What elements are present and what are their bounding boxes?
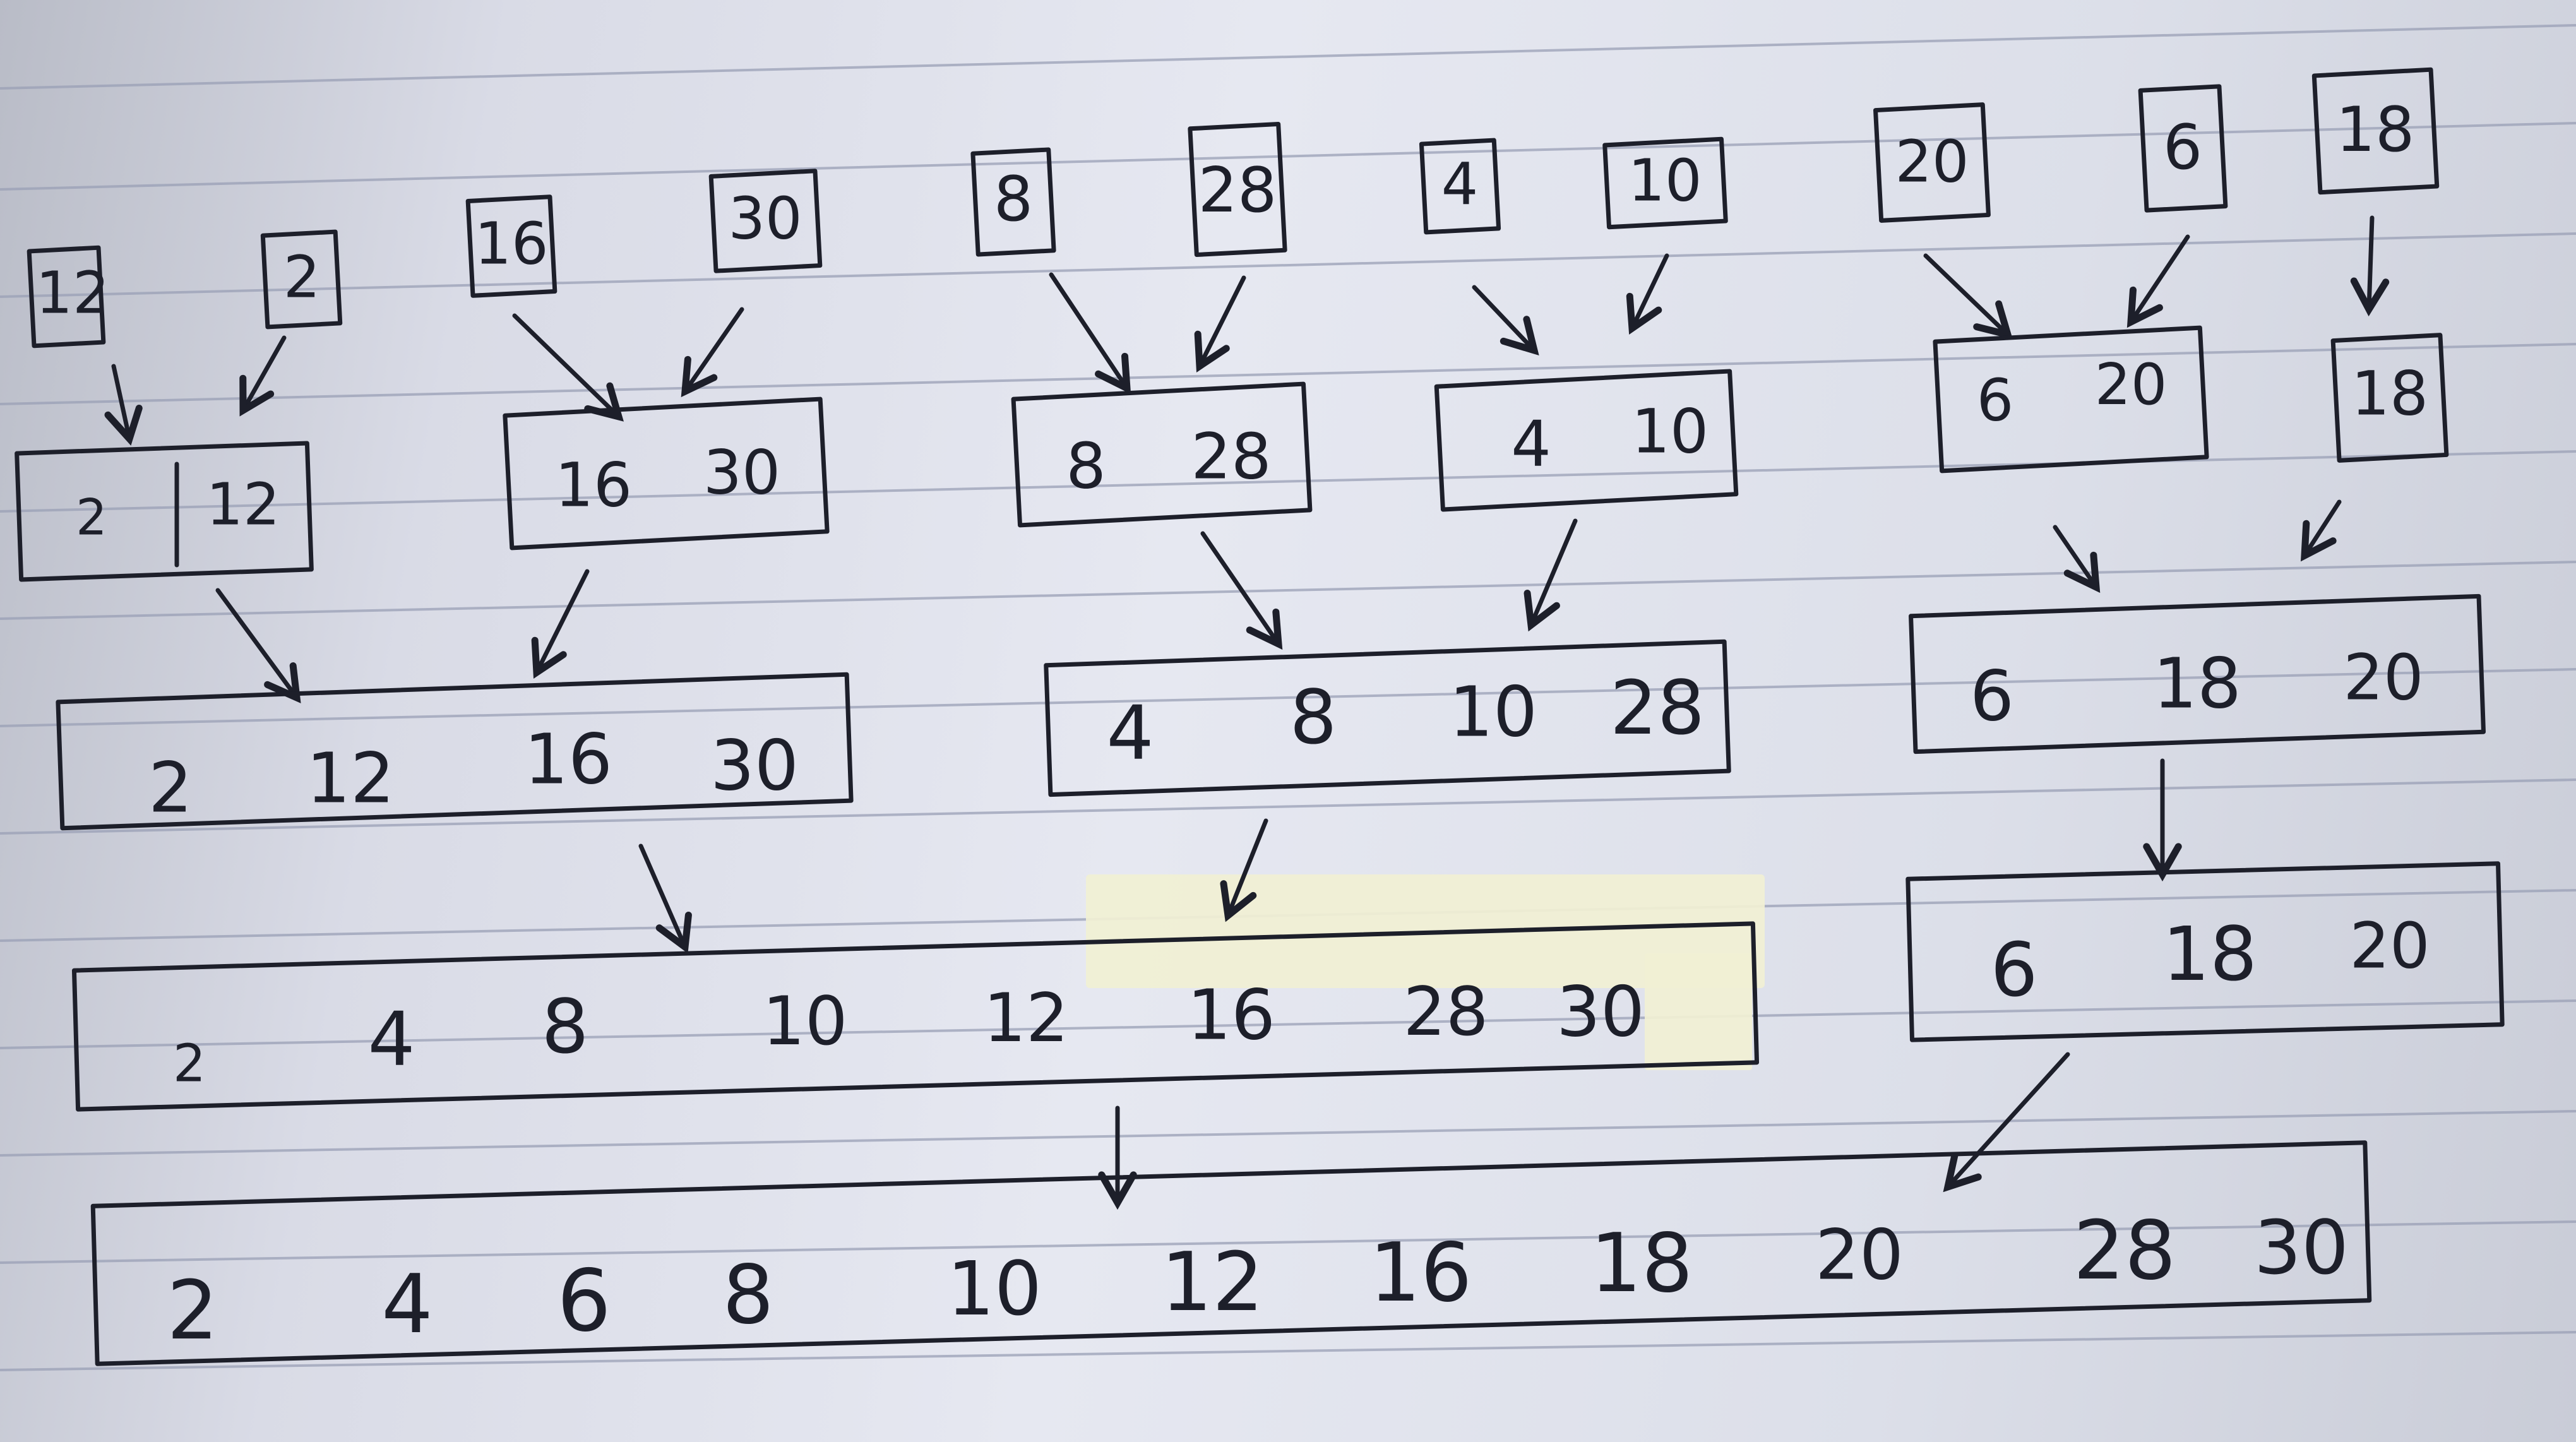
merge-box: 4 8 10 28 bbox=[1044, 639, 1731, 797]
cell: 6 bbox=[2163, 112, 2202, 184]
cell: 8 bbox=[722, 1248, 773, 1342]
cell: 12 bbox=[984, 979, 1069, 1057]
cell: 30 bbox=[1556, 971, 1645, 1052]
cell: 16 bbox=[524, 718, 612, 799]
cell: 8 bbox=[994, 164, 1033, 235]
cell: 28 bbox=[1404, 973, 1489, 1051]
cell: 30 bbox=[710, 725, 799, 806]
cell: 12 bbox=[206, 470, 280, 538]
cell: 4 bbox=[1106, 689, 1154, 777]
cell: 4 bbox=[1441, 150, 1479, 218]
row-0-singles: 12 2 16 30 8 28 4 10 bbox=[27, 67, 2440, 349]
cell: 2 bbox=[283, 243, 321, 311]
arrows-level-3 bbox=[638, 758, 2182, 954]
cell: 4 bbox=[1511, 407, 1551, 480]
cell: 10 bbox=[1449, 671, 1537, 752]
cell: 2 bbox=[148, 747, 193, 828]
single-box: 28 bbox=[1188, 121, 1287, 258]
cell: 20 bbox=[1895, 128, 1969, 195]
single-box: 18 bbox=[2330, 333, 2449, 463]
cell: 30 bbox=[728, 184, 802, 252]
arrows-level-2 bbox=[215, 499, 2342, 703]
single-box: 6 bbox=[2138, 84, 2228, 213]
single-box: 8 bbox=[970, 147, 1056, 257]
cell: 16 bbox=[474, 210, 548, 277]
cell: 6 bbox=[1977, 366, 2014, 434]
cell: 20 bbox=[1815, 1214, 1904, 1295]
single-box: 12 bbox=[27, 245, 110, 349]
single-box: 30 bbox=[708, 169, 823, 273]
merge-box: 6 18 20 bbox=[1909, 593, 2486, 754]
cell: 28 bbox=[1610, 664, 1705, 751]
cell: 30 bbox=[2254, 1204, 2349, 1291]
cell: 18 bbox=[2351, 358, 2428, 429]
row-4-result: 2 4 6 8 10 12 16 18 20 28 30 bbox=[90, 1140, 2372, 1366]
cell: 4 bbox=[381, 1258, 432, 1352]
row-1-pairs: 2 12 16 30 8 28 4 10 6 20 18 bbox=[15, 325, 2449, 582]
cell: 2 bbox=[167, 1264, 218, 1358]
pair-box: 16 30 bbox=[503, 396, 830, 551]
single-box: 2 bbox=[260, 229, 343, 330]
single-box: 4 bbox=[1419, 138, 1501, 235]
cell: 28 bbox=[1198, 155, 1277, 227]
cell: 6 bbox=[1970, 655, 2014, 736]
pair-box: 6 20 bbox=[1933, 325, 2209, 474]
cell: 28 bbox=[2073, 1204, 2176, 1298]
cell: 6 bbox=[557, 1251, 611, 1350]
cell: 2 bbox=[173, 1034, 206, 1093]
cell: 20 bbox=[2343, 640, 2423, 714]
cell: 18 bbox=[2153, 643, 2241, 724]
merge-box: 6 18 20 bbox=[1905, 861, 2505, 1042]
cell: 18 bbox=[2336, 94, 2415, 166]
single-box: 10 bbox=[1602, 136, 1728, 230]
cell: 18 bbox=[1590, 1217, 1693, 1311]
cell: 16 bbox=[1187, 974, 1275, 1055]
cell: 30 bbox=[703, 437, 780, 508]
ruled-lines bbox=[0, 24, 2576, 1371]
cell: 20 bbox=[2349, 909, 2430, 982]
cell: 8 bbox=[1289, 674, 1337, 761]
pair-box: 8 28 bbox=[1011, 381, 1313, 528]
cell: 6 bbox=[1990, 926, 2037, 1013]
single-box: 18 bbox=[2311, 67, 2440, 195]
cell: 10 bbox=[1631, 396, 1708, 467]
cell: 10 bbox=[763, 982, 848, 1060]
arrows-level-1 bbox=[104, 215, 2390, 446]
cell: 12 bbox=[306, 737, 395, 818]
cell: 10 bbox=[1628, 146, 1702, 214]
masking-tape-small bbox=[1645, 953, 1752, 1070]
cell: 8 bbox=[1066, 429, 1106, 503]
merge-box: 2 12 16 30 bbox=[56, 672, 854, 831]
cell: 12 bbox=[1161, 1236, 1264, 1330]
cell: 20 bbox=[2095, 352, 2168, 418]
cell: 16 bbox=[1369, 1226, 1472, 1320]
single-box: 20 bbox=[1873, 102, 1991, 223]
cell: 2 bbox=[76, 489, 107, 546]
cell: 16 bbox=[555, 450, 632, 520]
cell: 4 bbox=[367, 996, 415, 1083]
cell: 18 bbox=[2162, 910, 2257, 998]
arrows-level-4 bbox=[1098, 1052, 2070, 1210]
cell: 12 bbox=[35, 259, 109, 326]
single-box: 16 bbox=[465, 194, 558, 298]
cell: 10 bbox=[947, 1245, 1042, 1332]
row-2-quads: 2 12 16 30 4 8 10 28 6 18 20 bbox=[56, 593, 2486, 831]
pair-box: 4 10 bbox=[1434, 369, 1739, 512]
pair-box: 2 12 bbox=[15, 441, 314, 582]
row-3-octets: 2 4 8 10 12 16 28 30 6 18 20 bbox=[71, 861, 2505, 1112]
cell: 8 bbox=[541, 983, 588, 1070]
merge-box: 2 4 8 10 12 16 28 30 bbox=[71, 921, 1760, 1112]
cell: 28 bbox=[1191, 419, 1271, 493]
